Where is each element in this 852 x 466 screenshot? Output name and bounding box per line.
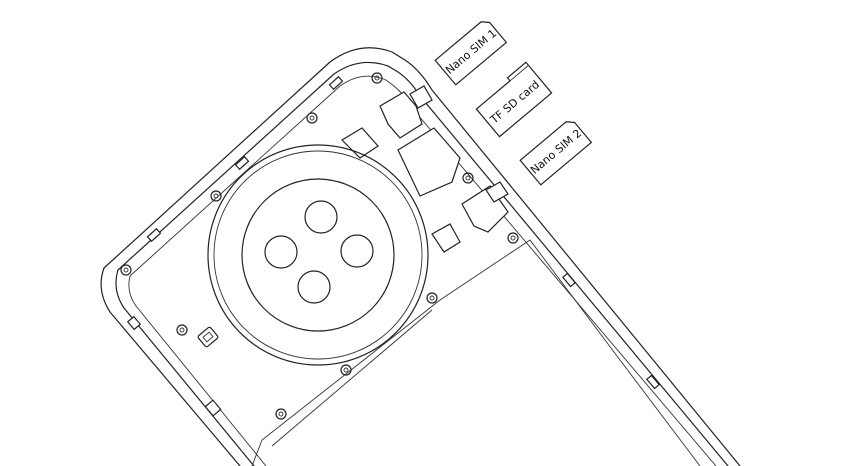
camera-outer-ring bbox=[207, 144, 429, 366]
frame-notch bbox=[561, 272, 577, 288]
phone-body bbox=[100, 47, 741, 466]
card-nano-sim-1: Nano SIM 1 bbox=[434, 21, 508, 86]
phone-left-edge bbox=[100, 267, 241, 466]
battery-bay-edge bbox=[439, 239, 701, 466]
connector bbox=[197, 326, 219, 348]
phone-outer-edge bbox=[103, 47, 741, 466]
phone-inner-edge bbox=[117, 61, 729, 466]
camera-lens bbox=[340, 234, 374, 268]
frame-notch bbox=[645, 374, 661, 390]
frame-notch bbox=[328, 75, 344, 91]
screws bbox=[120, 72, 519, 420]
side-button bbox=[204, 399, 222, 417]
camera-lens-plate bbox=[241, 178, 395, 332]
camera-lens bbox=[264, 235, 298, 269]
camera-module bbox=[207, 144, 429, 366]
midframe-line bbox=[271, 309, 433, 447]
frame-notch bbox=[146, 227, 162, 243]
phone-inner-left-edge bbox=[115, 269, 255, 466]
connector-inner bbox=[202, 331, 214, 343]
sim-tray-area bbox=[341, 85, 509, 253]
frame-notch bbox=[234, 155, 250, 171]
camera-lens bbox=[304, 200, 338, 234]
midframe-line bbox=[251, 299, 441, 466]
card-tf-sd-card: TF SD card bbox=[475, 61, 553, 138]
side-button bbox=[126, 315, 142, 331]
card-nano-sim-2: Nano SIM 2 bbox=[519, 121, 593, 186]
camera-ring-inner bbox=[213, 150, 423, 360]
frame-rim-left bbox=[128, 275, 267, 466]
camera-lens bbox=[297, 270, 331, 304]
